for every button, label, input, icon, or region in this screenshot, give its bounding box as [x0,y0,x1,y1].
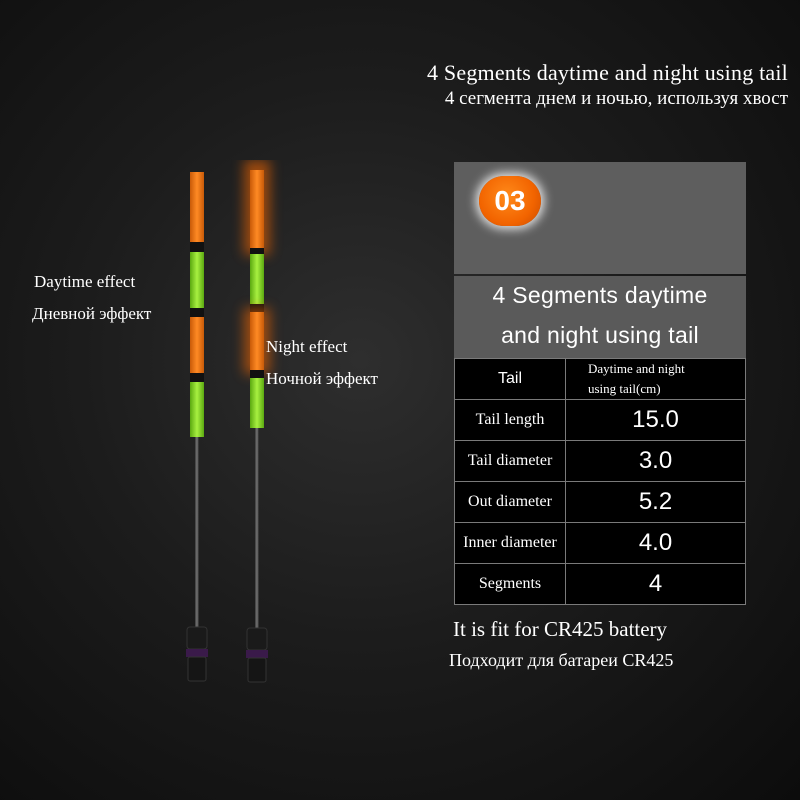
row-label: Tail diameter [454,440,566,482]
header-value: Daytime and night using tail(cm) [565,358,746,400]
row-value: 15.0 [565,399,746,441]
panel-title-line1: 4 Segments daytime [492,282,708,308]
table-row: Inner diameter 4.0 [454,522,746,564]
header-value-line1: Daytime and night [588,361,685,376]
panel-title-line2: and night using tail [501,322,699,348]
row-value: 4 [565,563,746,605]
row-value: 3.0 [565,440,746,482]
night-effect-label: Night effect [266,337,348,356]
number-badge: 03 [479,176,541,226]
table-row: Out diameter 5.2 [454,481,746,523]
row-label: Out diameter [454,481,566,523]
row-label: Tail length [454,399,566,441]
spec-table: Tail Daytime and night using tail(cm) Ta… [454,358,746,605]
spec-panel-header: 03 [454,162,746,274]
header-key: Tail [454,358,566,400]
table-row: Tail diameter 3.0 [454,440,746,482]
table-row: Segments 4 [454,563,746,605]
spec-panel-title: 4 Segments daytime and night using tail [454,276,746,358]
row-value: 5.2 [565,481,746,523]
row-label: Segments [454,563,566,605]
battery-note: It is fit for CR425 battery [453,617,668,641]
daytime-effect-label: Daytime effect [34,272,136,291]
title-english: 4 Segments daytime and night using tail [427,60,788,85]
float-illustration [186,160,270,683]
night-effect-label-ru: Ночной эффект [266,369,378,388]
row-label: Inner diameter [454,522,566,564]
table-header-row: Tail Daytime and night using tail(cm) [454,358,746,400]
daytime-float [186,172,208,682]
daytime-effect-label-ru: Дневной эффект [32,304,152,323]
row-value: 4.0 [565,522,746,564]
table-row: Tail length 15.0 [454,399,746,441]
battery-note-ru: Подходит для батареи CR425 [449,650,674,670]
night-float [244,160,270,683]
title-russian: 4 сегмента днем и ночью, используя хвост [444,88,788,109]
header-value-line2: using tail(cm) [588,381,661,396]
